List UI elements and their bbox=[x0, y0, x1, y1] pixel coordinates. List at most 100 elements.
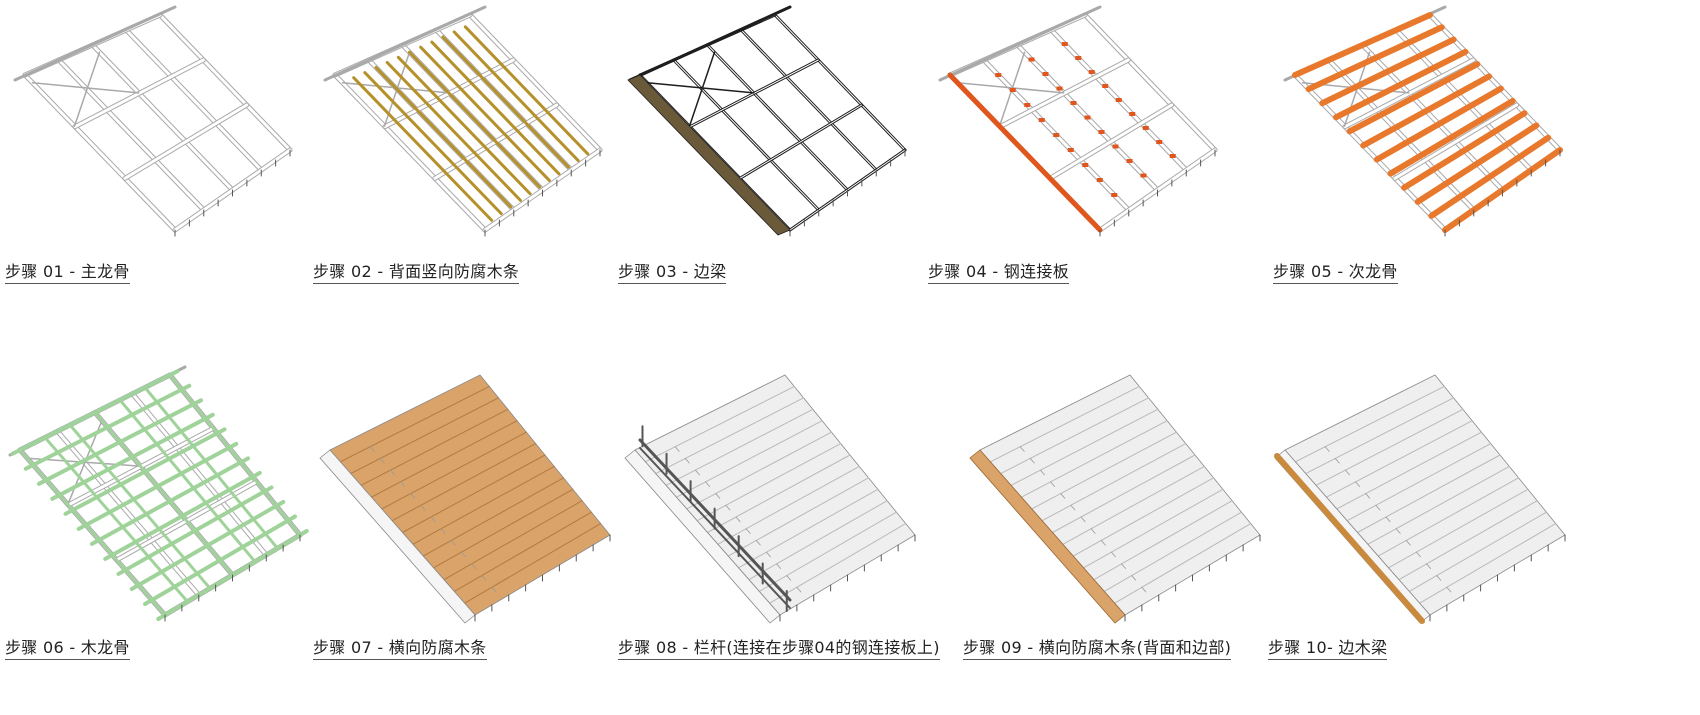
deck-slat bbox=[1408, 511, 1547, 592]
secondary-joist bbox=[1401, 110, 1528, 191]
wood-joist-vertical bbox=[93, 411, 234, 577]
main-beam-inner bbox=[468, 13, 602, 152]
deck-slat bbox=[1305, 397, 1455, 475]
main-beam-inner bbox=[333, 73, 487, 232]
deck-step bbox=[471, 563, 477, 569]
vertical-batten bbox=[396, 55, 532, 196]
deck-step bbox=[379, 458, 385, 464]
deck-slat bbox=[1000, 397, 1150, 475]
deck-slat bbox=[655, 397, 805, 475]
secondary-joist bbox=[1414, 122, 1540, 205]
main-beam-inner bbox=[707, 44, 848, 191]
deck-step bbox=[796, 586, 802, 593]
main-beam-inner bbox=[740, 29, 877, 171]
main-beam-inner bbox=[56, 429, 201, 597]
steel-plate bbox=[995, 73, 1002, 77]
deck-slat bbox=[350, 397, 500, 475]
step-04-panel: 步骤 04 - 钢连接板 bbox=[925, 0, 1255, 290]
step-10-panel: 步骤 10- 边木梁 bbox=[1265, 365, 1595, 715]
side-stringer bbox=[319, 449, 476, 624]
deck-step bbox=[481, 575, 487, 581]
deck-step bbox=[1111, 551, 1116, 558]
main-beam-inner bbox=[1083, 13, 1217, 152]
main-beam-inner bbox=[123, 103, 249, 180]
ridge-beam bbox=[938, 5, 1102, 82]
step-06-diagram bbox=[8, 365, 309, 622]
deck-step bbox=[420, 504, 426, 511]
wood-joist-vertical bbox=[168, 373, 302, 537]
secondary-joist bbox=[1319, 36, 1457, 107]
steel-plate bbox=[1142, 126, 1149, 130]
step-02-panel: 步骤 02 - 背面竖向防腐木条 bbox=[310, 0, 640, 290]
vertical-batten bbox=[363, 71, 503, 216]
main-beam-inner bbox=[158, 13, 292, 152]
deck-slat bbox=[402, 454, 546, 533]
deck-slat bbox=[717, 465, 860, 545]
deck-step bbox=[1121, 563, 1127, 569]
deck-slat bbox=[1315, 408, 1464, 486]
deck-step bbox=[745, 528, 751, 534]
deck-slat bbox=[1093, 500, 1233, 581]
secondary-joist bbox=[1373, 85, 1504, 163]
vertical-batten bbox=[430, 40, 561, 176]
wood-joist-vertical bbox=[143, 386, 279, 550]
deck-step bbox=[1029, 458, 1035, 464]
deck-step bbox=[755, 540, 761, 546]
wood-joist-vertical bbox=[118, 398, 257, 564]
steel-plate bbox=[1126, 159, 1133, 163]
steel-plate bbox=[1082, 163, 1089, 167]
side-wood-slats bbox=[969, 449, 1126, 624]
deck-step bbox=[715, 493, 721, 499]
deck-slat bbox=[1114, 523, 1252, 604]
steel-plate bbox=[1067, 148, 1074, 152]
deck-slat bbox=[727, 477, 870, 557]
ridge-beam bbox=[628, 5, 792, 82]
deck-step bbox=[410, 493, 416, 499]
steel-plate bbox=[1140, 173, 1147, 178]
steel-plate bbox=[1156, 140, 1163, 144]
deck-slat bbox=[1010, 408, 1159, 486]
steel-plate-edge bbox=[947, 72, 1103, 233]
step-08-panel: 步骤 08 - 栏杆(连接在步骤04的钢连接板上) bbox=[615, 365, 945, 715]
steel-plate bbox=[1112, 144, 1119, 149]
step-10-caption: 步骤 10- 边木梁 bbox=[1268, 634, 1388, 660]
deck-slat bbox=[1083, 488, 1224, 569]
deck-slat bbox=[1357, 454, 1501, 533]
deck-slat bbox=[696, 443, 842, 522]
deck-step bbox=[450, 540, 456, 546]
steel-plate bbox=[1102, 84, 1109, 88]
deck-step bbox=[1141, 586, 1147, 593]
main-beam-inner bbox=[57, 58, 206, 212]
step-03-panel: 步骤 03 - 边梁 bbox=[615, 0, 945, 290]
step-07-diagram bbox=[319, 374, 611, 624]
deck-step bbox=[1375, 504, 1381, 511]
steel-plate bbox=[1129, 112, 1136, 116]
deck-step bbox=[440, 528, 446, 534]
deck-step bbox=[695, 469, 700, 476]
step-05-diagram bbox=[1283, 5, 1563, 237]
wood-joist-vertical bbox=[18, 448, 167, 617]
deck-slat bbox=[464, 523, 602, 604]
deck-slat bbox=[748, 500, 888, 581]
main-beam-inner bbox=[1393, 103, 1519, 180]
deck-step bbox=[1334, 458, 1340, 464]
deck-step bbox=[1365, 493, 1371, 499]
deck-step bbox=[1405, 540, 1411, 546]
main-beam-inner bbox=[774, 14, 906, 151]
secondary-joist bbox=[1360, 73, 1493, 149]
deck-slat bbox=[433, 488, 574, 569]
steel-plate bbox=[1028, 57, 1035, 62]
deck-step bbox=[1446, 586, 1452, 593]
main-beam-inner bbox=[124, 28, 263, 172]
brace bbox=[688, 51, 716, 127]
deck-slat bbox=[1072, 477, 1215, 557]
wood-joist-vertical bbox=[43, 436, 189, 604]
step-07-caption: 步骤 07 - 横向防腐木条 bbox=[313, 634, 487, 660]
deck-slat bbox=[360, 408, 509, 486]
deck-step bbox=[430, 516, 436, 523]
deck-surface bbox=[979, 374, 1261, 616]
deck-slat bbox=[370, 420, 518, 498]
deck-slat bbox=[391, 443, 537, 522]
deck-step bbox=[1060, 493, 1066, 499]
deck-slat bbox=[339, 385, 490, 463]
